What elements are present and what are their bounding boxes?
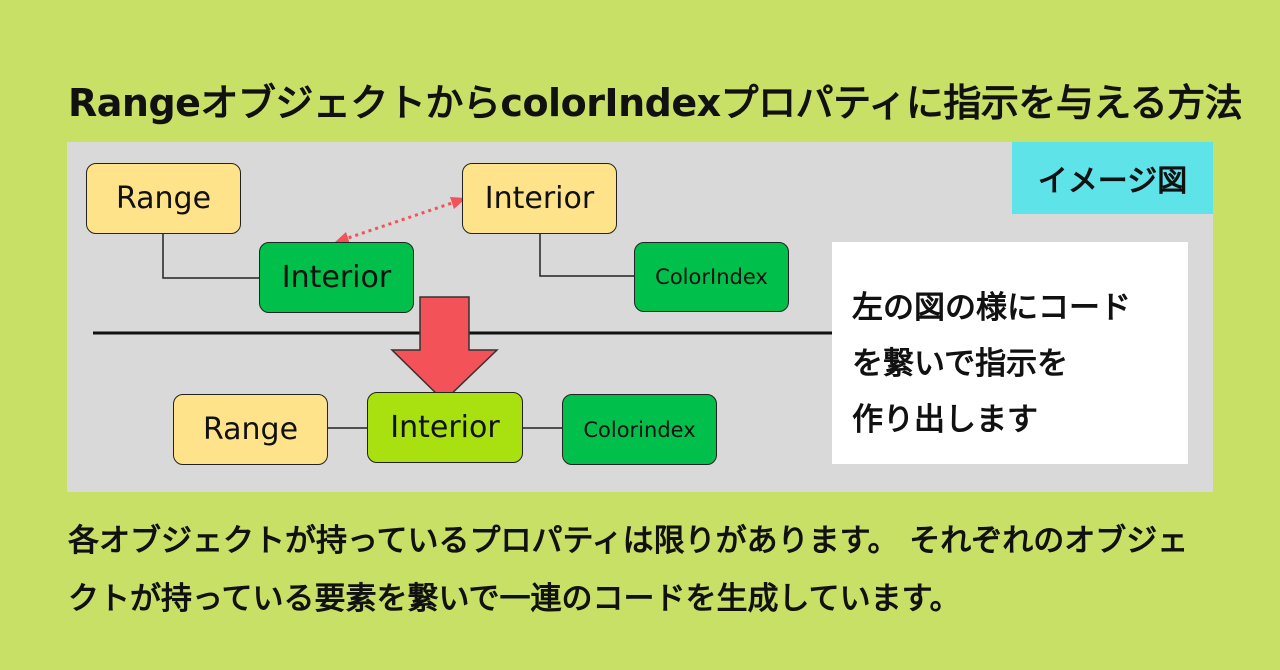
colorindex-node-bottom: Colorindex xyxy=(562,394,717,465)
image-badge: イメージ図 xyxy=(1012,142,1213,214)
colorindex-node-top: ColorIndex xyxy=(634,242,789,312)
footer-line-1: 各オブジェクトが持っているプロパティは限りがあります。 それぞれのオブジェ xyxy=(68,523,1189,559)
interior-node-top-left: Interior xyxy=(259,242,414,313)
range-node-top: Range xyxy=(86,163,241,234)
colorindex-node-top-label: ColorIndex xyxy=(655,265,768,289)
range-node-bottom: Range xyxy=(173,394,328,465)
dotted-link xyxy=(341,199,459,242)
note-line-1: 左の図の様にコード xyxy=(852,290,1131,326)
footer-line-2: クトが持っている要素を繋いで一連のコードを生成しています。 xyxy=(68,581,961,617)
range-node-bottom-label: Range xyxy=(202,412,299,447)
explanation-note: 左の図の様にコード を繋いで指示を 作り出します xyxy=(832,242,1188,464)
interior-node-top-right-label: Interior xyxy=(484,181,595,216)
interior-node-bottom-label: Interior xyxy=(390,410,500,445)
range-node-top-label: Range xyxy=(115,181,212,216)
dotted-link-arrowhead-left xyxy=(334,232,350,244)
footer-description: 各オブジェクトが持っているプロパティは限りがあります。 それぞれのオブジェ クト… xyxy=(68,512,1218,628)
note-line-3: 作り出します xyxy=(852,402,1038,438)
interior-node-top-right: Interior xyxy=(462,163,617,234)
note-line-2: を繋いで指示を xyxy=(852,346,1069,382)
down-arrow xyxy=(390,296,499,403)
connector-range-interior-top xyxy=(162,232,260,279)
page-title: RangeオブジェクトからcolorIndexプロパティに指示を与える方法 xyxy=(68,81,1243,125)
interior-node-bottom: Interior xyxy=(367,392,523,463)
interior-node-top-left-label: Interior xyxy=(281,260,392,295)
connector-interior-colorindex-top xyxy=(539,232,635,277)
colorindex-node-bottom-label: Colorindex xyxy=(583,417,696,442)
